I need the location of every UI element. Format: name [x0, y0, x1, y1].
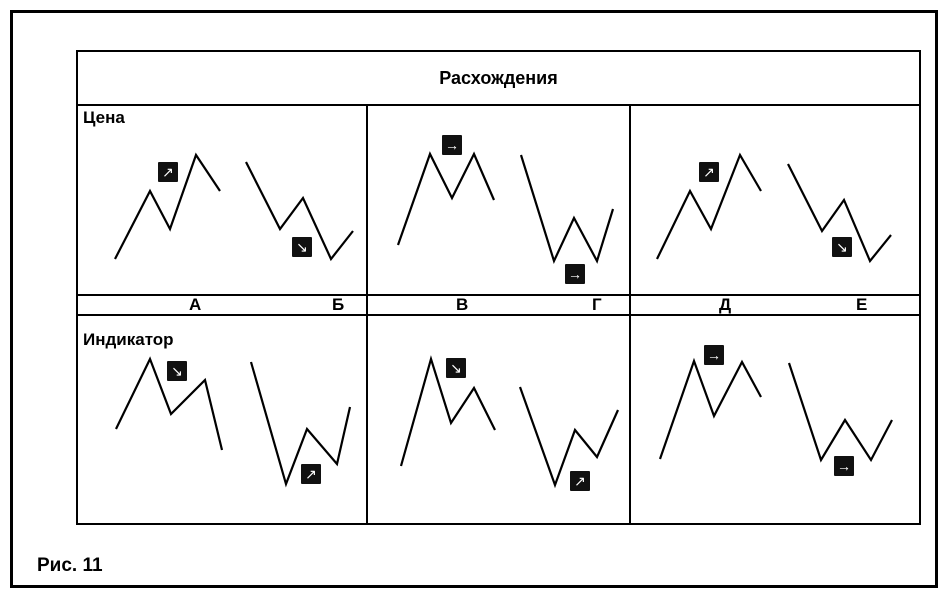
- indicator-row-label: Индикатор: [83, 330, 174, 349]
- price-indicator-lines: [114, 151, 893, 489]
- price-line-a: [114, 152, 221, 260]
- price-row-label: Цена: [83, 108, 125, 127]
- price-line-b: [245, 161, 354, 262]
- diagram-title: Расхождения: [78, 52, 919, 106]
- indicator-line-v: [399, 355, 496, 467]
- indicator-line-b: [249, 361, 352, 488]
- letter-v: В: [456, 295, 469, 314]
- price-line-v: [396, 151, 496, 246]
- figure-caption: Рис. 11: [37, 555, 103, 576]
- letter-g: Г: [592, 295, 602, 314]
- arrow-down-right-icon: ↘: [446, 358, 466, 378]
- arrow-up-right-icon: ↗: [301, 464, 321, 484]
- arrow-down-right-icon: ↘: [832, 237, 852, 257]
- indicator-line-a: [115, 356, 224, 451]
- arrow-right-icon: →: [834, 456, 854, 476]
- arrow-right-icon: →: [565, 264, 585, 284]
- indicator-line-e: [787, 362, 893, 463]
- figure-frame: Расхождения Цена Индикатор А Б В Г Д Е: [10, 10, 938, 588]
- divergence-diagram: Расхождения Цена Индикатор А Б В Г Д Е: [76, 50, 921, 525]
- arrow-up-right-icon: ↗: [699, 162, 719, 182]
- letter-a: А: [189, 295, 202, 314]
- arrow-up-right-icon: ↗: [570, 471, 590, 491]
- arrow-down-right-icon: ↘: [167, 361, 187, 381]
- letter-e: Е: [856, 295, 868, 314]
- letter-d: Д: [719, 295, 732, 314]
- arrow-right-icon: →: [442, 135, 462, 155]
- arrow-down-right-icon: ↘: [292, 237, 312, 257]
- letter-b: Б: [332, 295, 345, 314]
- price-line-g: [519, 154, 615, 265]
- price-line-d: [656, 152, 762, 260]
- letter-row: А Б В Г Д Е: [78, 294, 919, 316]
- price-line-e: [787, 163, 892, 264]
- arrow-right-icon: →: [704, 345, 724, 365]
- indicator-line-d: [658, 357, 762, 460]
- indicator-line-g: [518, 386, 620, 489]
- arrow-up-right-icon: ↗: [158, 162, 178, 182]
